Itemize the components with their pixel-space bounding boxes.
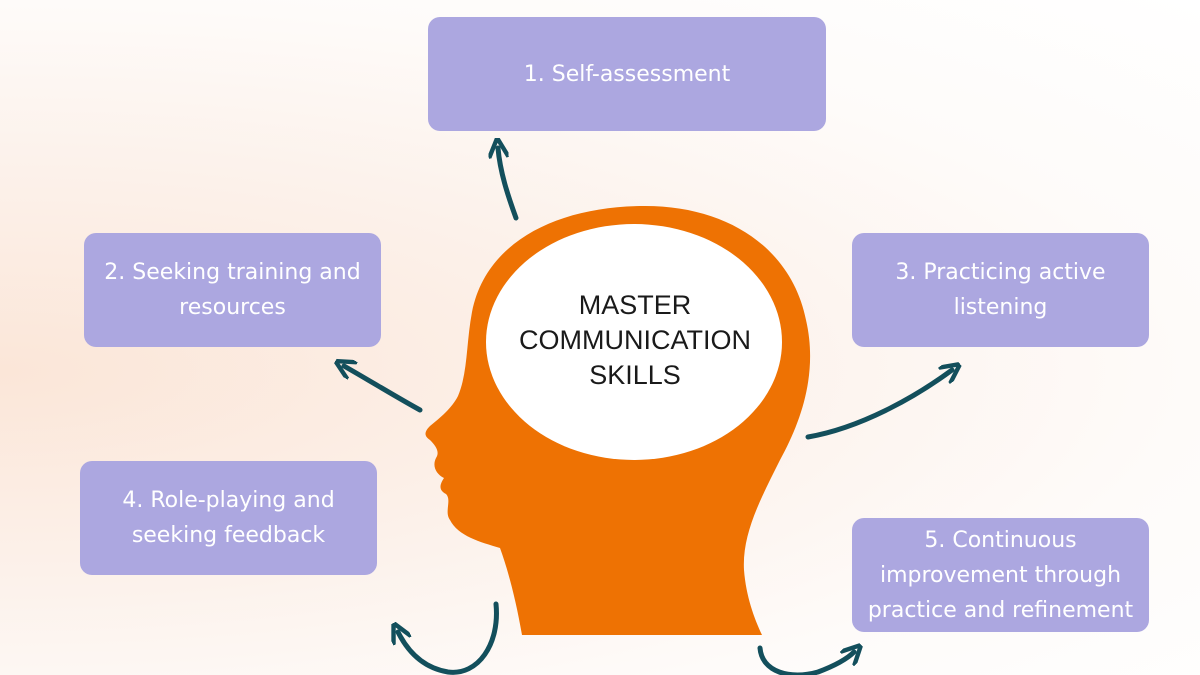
step-box-continuous-improvement: 5. Continuous improvement through practi… (852, 518, 1149, 632)
arrow-to-step-4 (398, 601, 499, 675)
step-box-self-assessment: 1. Self-assessment (428, 17, 826, 131)
center-title-line: MASTER (578, 290, 692, 320)
step-label: 4. Role-playing and seeking feedback (122, 483, 334, 553)
step-label-line: practice and refinement (867, 597, 1134, 623)
arrow-to-step-2 (344, 366, 423, 413)
step-box-seeking-training: 2. Seeking training and resources (84, 233, 381, 347)
step-label: 5. Continuous improvement through practi… (868, 523, 1133, 628)
arrow-to-step-5 (757, 648, 854, 675)
step-label-line: 3. Practicing active (895, 260, 1106, 285)
brain-ellipse (486, 224, 782, 460)
step-label: 3. Practicing active listening (895, 255, 1105, 325)
center-title: MASTER COMMUNICATION SKILLS (492, 288, 778, 393)
step-label-line: 2. Seeking training and (104, 260, 361, 285)
arrow-to-step-1 (498, 148, 519, 221)
center-title-line: COMMUNICATION (519, 325, 751, 355)
step-box-role-playing: 4. Role-playing and seeking feedback (80, 461, 377, 575)
center-title-line: SKILLS (589, 360, 681, 390)
step-box-active-listening: 3. Practicing active listening (852, 233, 1149, 347)
step-label-line: listening (953, 295, 1048, 320)
arrow-to-step-3 (805, 370, 952, 440)
step-label-line: resources (179, 295, 286, 320)
step-label-line: 1. Self-assessment (523, 61, 731, 87)
step-label: 1. Self-assessment (524, 57, 730, 92)
step-label: 2. Seeking training and resources (104, 255, 360, 325)
step-label-line: seeking feedback (131, 523, 326, 548)
step-label-line: 4. Role-playing and (122, 488, 335, 513)
step-label-line: 5. Continuous (924, 527, 1077, 553)
step-label-line: improvement through (879, 562, 1122, 588)
